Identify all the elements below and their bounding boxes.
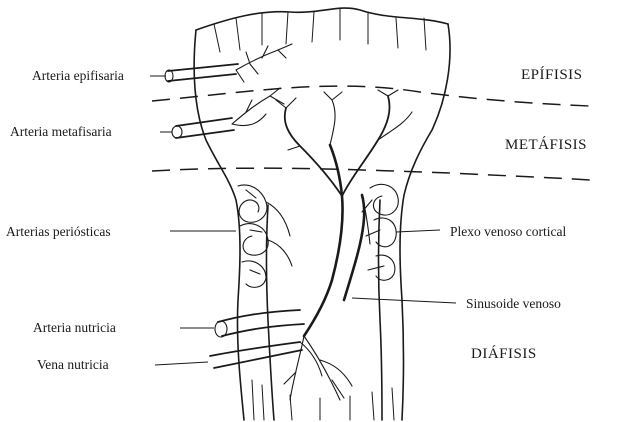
arteria-metafisaria-vessel — [176, 118, 234, 138]
bone-left-contour — [194, 30, 244, 420]
epiphysis-columns — [214, 8, 426, 52]
leader-lines — [150, 76, 456, 365]
metaphysis-diaphysis-boundary — [152, 168, 590, 180]
label-sinusoide-venoso: Sinusoide venoso — [466, 296, 561, 311]
region-metafisis: METÁFISIS — [505, 136, 587, 153]
label-arterias-periosticas: Arterias periósticas — [6, 224, 111, 239]
plexo-venoso-cortical-network — [362, 184, 398, 280]
arterias-periosticas-plexus — [238, 185, 292, 287]
cortex-inner-right — [379, 200, 383, 420]
sinusoide-venoso-vessel — [344, 195, 364, 300]
label-arteria-metafisaria: Arteria metafisaria — [10, 124, 112, 139]
bone-outline — [194, 8, 450, 420]
arteria-epifisaria-vessel — [168, 64, 238, 81]
arterial-tree — [165, 44, 412, 400]
label-arteria-epifisaria: Arteria epifisaria — [32, 68, 124, 83]
label-plexo-venoso-cortical: Plexo venoso cortical — [450, 224, 566, 239]
bone-right-contour — [400, 24, 450, 420]
region-epifisis: EPÍFISIS — [521, 66, 583, 83]
epiphysis-metaphysis-boundary — [152, 86, 590, 106]
label-vena-nutricia: Vena nutricia — [37, 357, 109, 372]
arteria-nutricia-trunk — [304, 145, 343, 336]
arteria-nutricia-vessel — [218, 310, 304, 336]
label-arteria-nutricia: Arteria nutricia — [33, 320, 116, 335]
epiphysis-top-edge — [196, 8, 448, 30]
region-diafisis: DIÁFISIS — [471, 345, 537, 362]
vena-nutricia-vessel — [210, 342, 302, 368]
